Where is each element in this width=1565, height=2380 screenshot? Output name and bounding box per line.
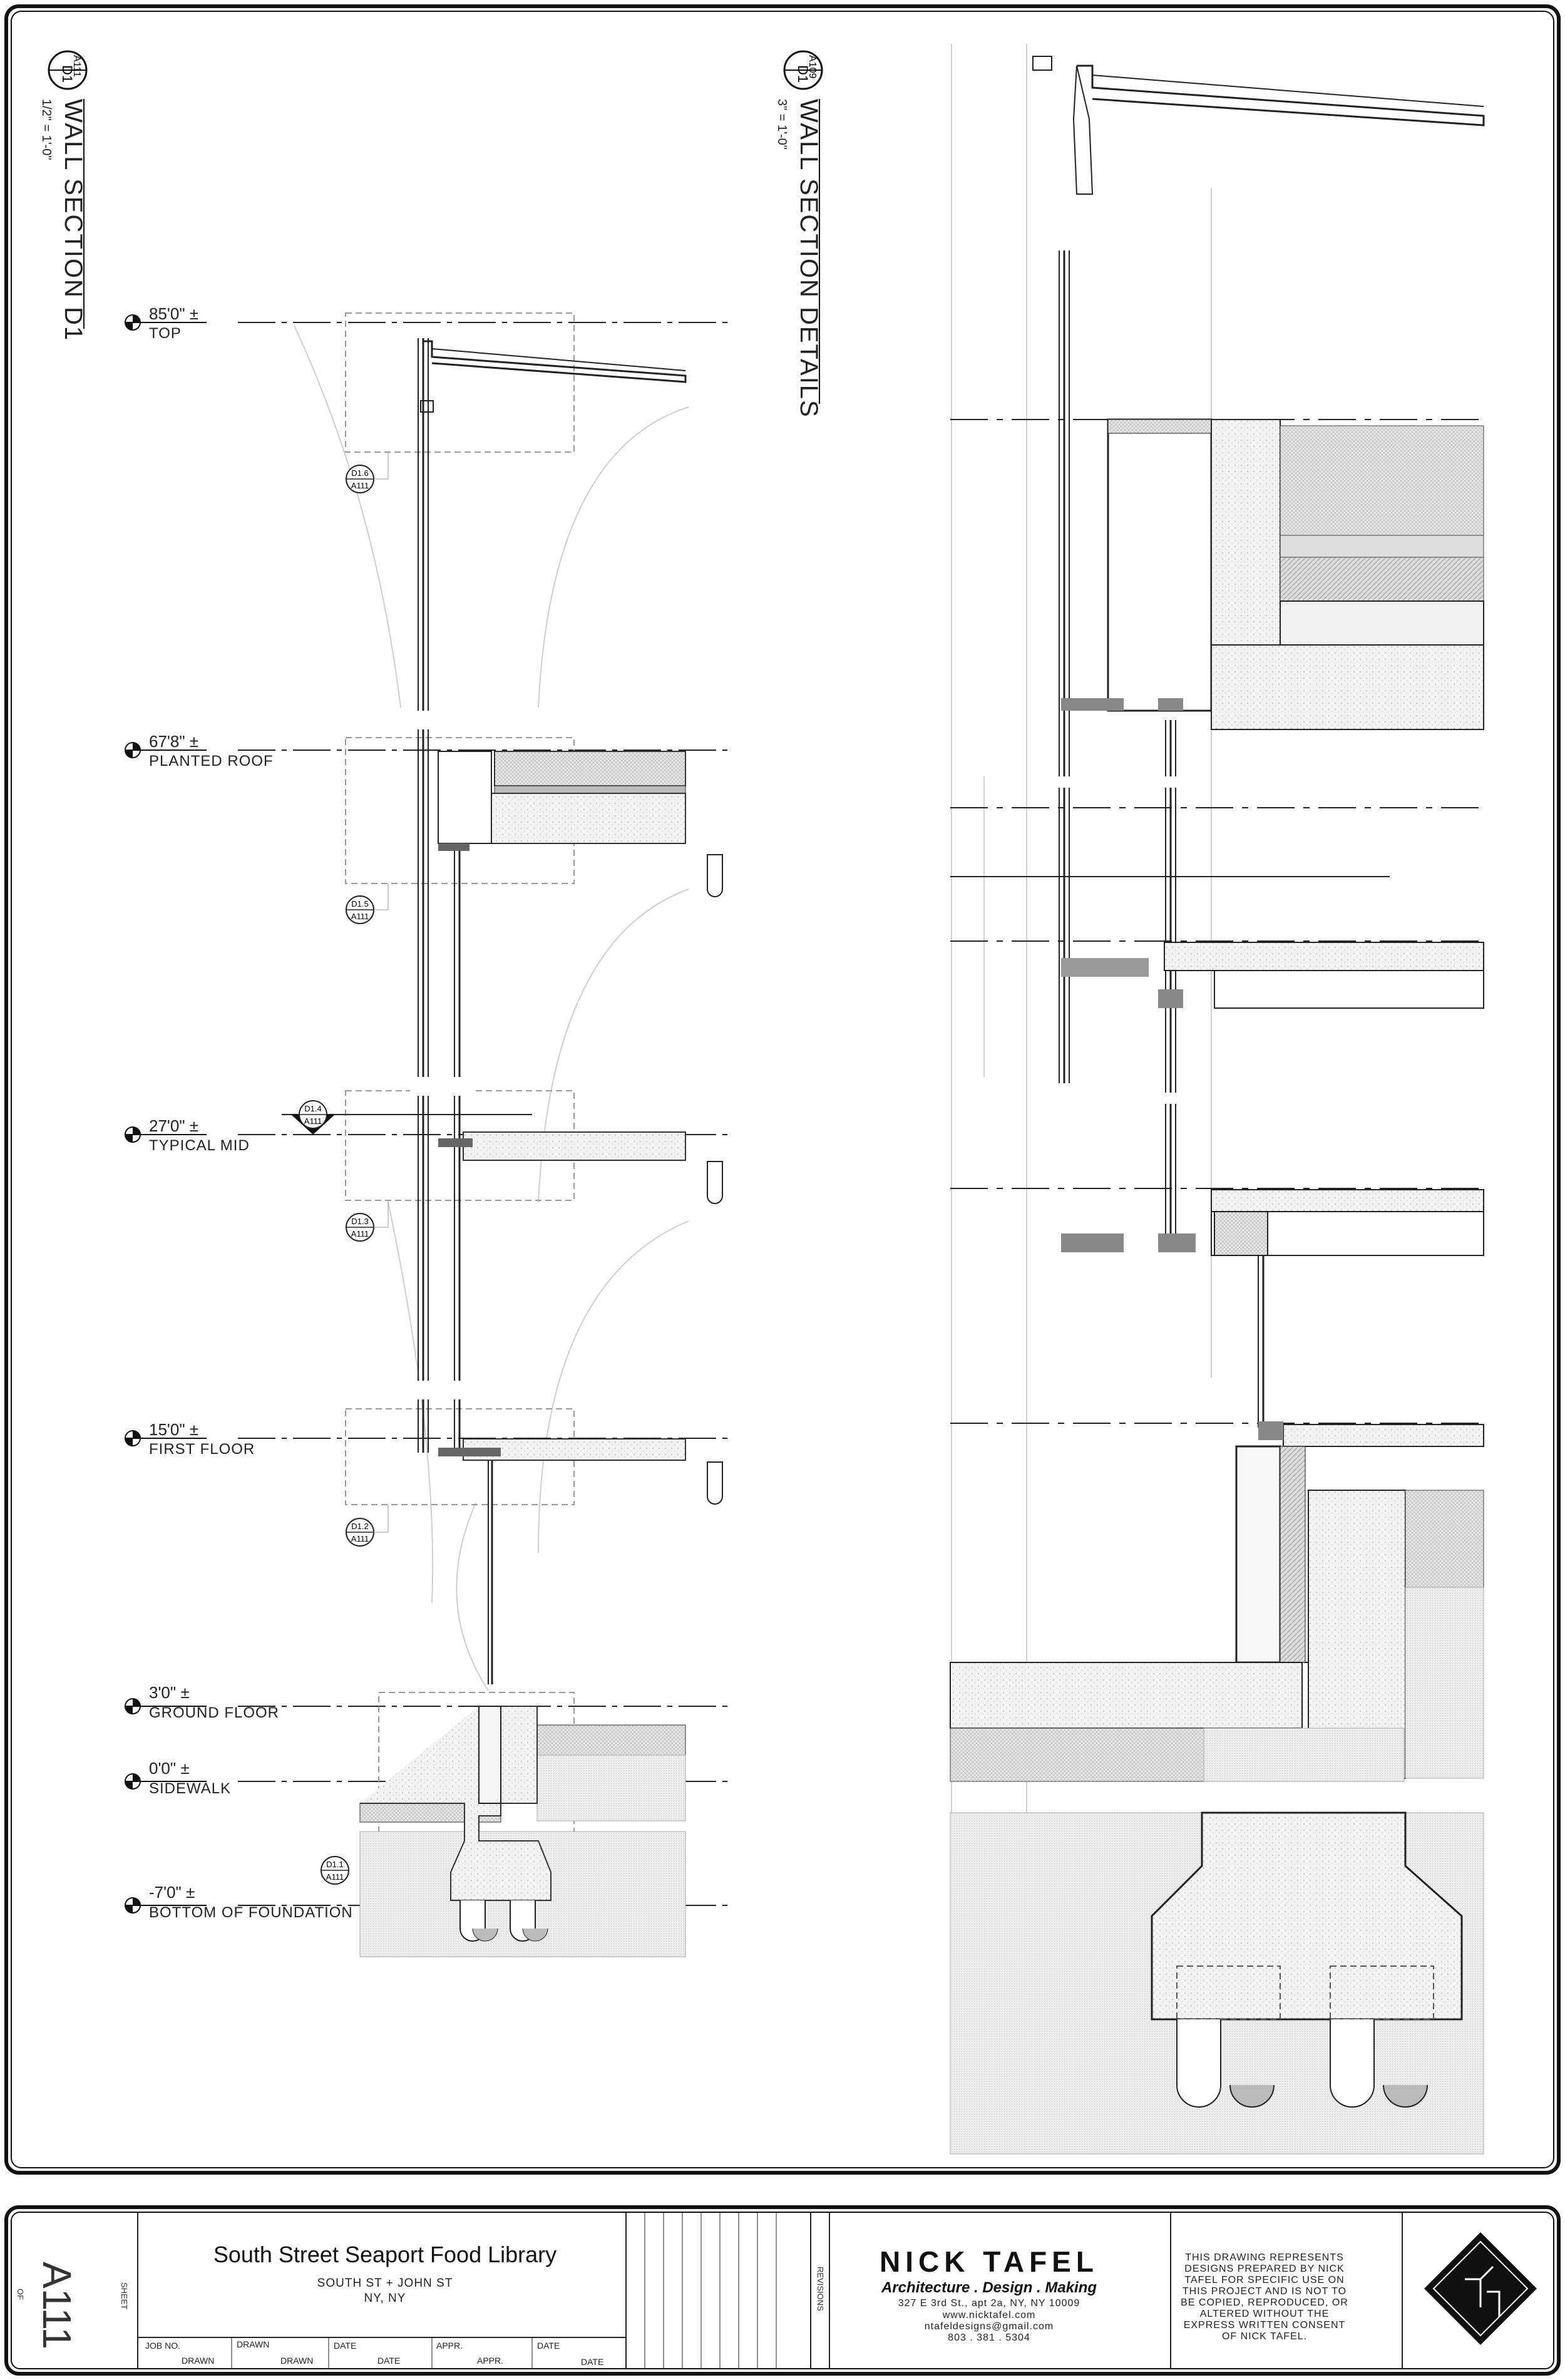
- curtain-wall: [418, 338, 493, 1684]
- title-block-inner-border: [11, 2212, 1554, 2369]
- level-marker-planted-roof: 67'8" ± PLANTED ROOF: [125, 732, 274, 770]
- detail-tag-d1-4: D1.4 A111: [291, 1100, 335, 1135]
- detail-tag-d1-4-sheet: A111: [304, 1116, 322, 1126]
- detail-tag-d1-5-number: D1.5: [351, 899, 368, 909]
- level-marker-bottom-of-foundation: -7'0" ± BOTTOM OF FOUNDATION: [125, 1883, 353, 1921]
- field-date-label: DATE: [334, 2341, 357, 2351]
- planted-roof-assembly: [438, 751, 686, 851]
- firm-email: ntafeldesigns@gmail.com: [924, 2321, 1054, 2332]
- level-marker-ground-floor: 3'0" ± GROUND FLOOR: [125, 1683, 279, 1721]
- drawing-right-title: WALL SECTION DETAILS: [795, 99, 823, 418]
- callout-right-sheet: A109: [807, 55, 818, 78]
- level-elevation-sidewalk: 0'0" ±: [149, 1759, 190, 1778]
- detail-tag-d1-6-number: D1.6: [351, 468, 368, 478]
- project-title: South Street Seaport Food Library: [213, 2242, 557, 2267]
- sheet-border: [4, 4, 1561, 2175]
- detail-sidewalk: [950, 1662, 1405, 1782]
- field-job-no-label: JOB NO.: [145, 2341, 181, 2351]
- detail-tag-d1-4-number: D1.4: [304, 1104, 321, 1113]
- field-appr-value: APPR.: [477, 2356, 504, 2366]
- drawing-callout-left: D1 A111 WALL SECTION D1 1/2" = 1'-0": [39, 50, 88, 341]
- drawing-callout-right: D1 A109 WALL SECTION DETAILS 3" = 1'-0": [775, 50, 823, 418]
- field-job-no-value: DRAWN: [182, 2356, 215, 2366]
- wall-section-details: D1 A109 WALL SECTION DETAILS 3" = 1'-0": [775, 44, 1485, 2155]
- detail-tag-d1-3-sheet: A111: [351, 1229, 369, 1239]
- detail-tag-d1-2-sheet: A111: [351, 1534, 369, 1543]
- sheet-label: SHEET: [120, 2282, 129, 2310]
- detail-tag-d1-5-sheet: A111: [351, 912, 369, 921]
- detail-foundation: [950, 1811, 1484, 2155]
- callout-left-sheet: A111: [71, 55, 82, 77]
- detail-tag-d1-3: D1.3 A111: [346, 1200, 389, 1242]
- detail-tag-d1-1-sheet: A111: [326, 1872, 344, 1882]
- detail-first-floor: [1061, 1189, 1484, 1256]
- firm-web: www.nicktafel.com: [942, 2310, 1036, 2321]
- detail-typical-mid: [1061, 942, 1484, 1009]
- typical-mid-slab: [282, 1114, 686, 1161]
- detail-ground-floor: [1235, 1421, 1484, 1779]
- detail-tag-d1-1: D1.1 A111: [321, 1856, 349, 1885]
- wall-section-d1: D1 A111 WALL SECTION D1 1/2" = 1'-0" 8: [39, 50, 732, 1957]
- level-marker-first-floor: 15'0" ± FIRST FLOOR: [125, 1420, 255, 1458]
- level-elevation-planted-roof: 67'8" ±: [149, 732, 198, 751]
- of-label: OF: [16, 2289, 25, 2300]
- revisions-label: REVISIONS: [816, 2267, 825, 2311]
- level-name-first-floor: FIRST FLOOR: [149, 1441, 255, 1458]
- field-date2-label: DATE: [537, 2341, 560, 2351]
- callout-right-number: D1: [795, 65, 811, 83]
- level-elevation-ground-floor: 3'0" ±: [149, 1683, 190, 1702]
- detail-roof-top: [1032, 56, 1485, 195]
- roof-top: [420, 340, 687, 413]
- disclaimer-text: THIS DRAWING REPRESENTS DESIGNS PREPARED…: [1181, 2252, 1348, 2342]
- title-block-grid: [137, 2212, 1403, 2369]
- detail-tag-d1-6: D1.6 A111: [346, 452, 389, 493]
- detail-tag-d1-3-number: D1.3: [351, 1217, 368, 1226]
- detail-tag-d1-2-number: D1.2: [351, 1522, 368, 1531]
- sheet-inner-border: [11, 11, 1554, 2168]
- field-drawn-value: DRAWN: [280, 2356, 314, 2366]
- title-block-border: [4, 2205, 1561, 2376]
- level-marker-typical-mid: 27'0" ± TYPICAL MID: [125, 1116, 250, 1154]
- first-floor-slab: [438, 1438, 686, 1461]
- detail-tag-d1-6-sheet: A111: [351, 481, 369, 490]
- foundation-left: [359, 1706, 686, 1957]
- level-name-bottom-of-foundation: BOTTOM OF FOUNDATION: [149, 1904, 353, 1921]
- field-appr-label: APPR.: [436, 2341, 463, 2351]
- level-name-ground-floor: GROUND FLOOR: [149, 1704, 279, 1721]
- callout-left-number: D1: [59, 65, 75, 83]
- level-elevation-top: 85'0" ±: [149, 304, 198, 323]
- firm-name: NICK TAFEL: [879, 2245, 1099, 2278]
- firm-tagline: Architecture . Design . Making: [881, 2279, 1097, 2296]
- field-date-value: DATE: [377, 2356, 401, 2366]
- project-address-2: NY, NY: [364, 2292, 406, 2305]
- level-name-typical-mid: TYPICAL MID: [149, 1137, 250, 1154]
- level-marker-sidewalk: 0'0" ± SIDEWALK: [125, 1759, 231, 1797]
- field-drawn-label: DRAWN: [237, 2339, 270, 2349]
- drawing-right-scale: 3" = 1'-0": [775, 99, 789, 150]
- sheet-number: A111: [34, 2262, 80, 2349]
- firm-logo: [1424, 2232, 1537, 2345]
- detail-planted-roof: [1061, 418, 1484, 730]
- drawing-left-scale: 1/2" = 1'-0": [39, 99, 53, 160]
- detail-tag-d1-5: D1.5 A111: [346, 883, 389, 924]
- detail-tag-d1-2: D1.2 A111: [346, 1505, 389, 1547]
- level-elevation-first-floor: 15'0" ±: [149, 1420, 198, 1439]
- level-name-planted-roof: PLANTED ROOF: [149, 753, 274, 770]
- drawing-left-title: WALL SECTION D1: [59, 99, 87, 341]
- firm-phone: 803 . 381 . 5304: [948, 2332, 1030, 2343]
- level-name-sidewalk: SIDEWALK: [149, 1780, 231, 1797]
- field-date2-value: DATE: [581, 2357, 604, 2367]
- level-marker-top: 85'0" ± TOP: [125, 304, 207, 342]
- level-elevation-typical-mid: 27'0" ±: [149, 1116, 198, 1135]
- firm-address: 327 E 3rd St., apt 2a, NY, NY 10009: [898, 2298, 1080, 2309]
- level-elevation-bottom-of-foundation: -7'0" ±: [149, 1883, 195, 1902]
- level-name-top: TOP: [149, 325, 182, 342]
- project-address-1: SOUTH ST + JOHN ST: [317, 2277, 453, 2290]
- detail-tag-d1-1-number: D1.1: [326, 1860, 343, 1869]
